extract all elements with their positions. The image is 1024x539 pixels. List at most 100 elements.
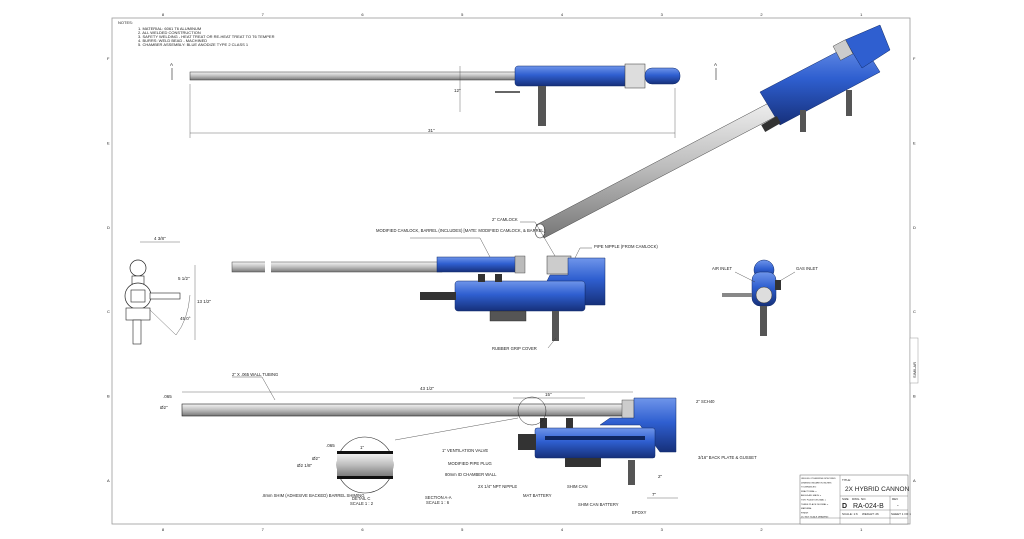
dim-top-height: 12" (454, 88, 461, 93)
zone-row-left: B (107, 394, 110, 399)
note-line: 5. CHAMBER ASSEMBLY: BLUE ANODIZE TYPE 2… (138, 42, 249, 47)
title-block-spec-line: THREE PLACE DECIMAL ± (801, 503, 829, 506)
label-pipe-nipple: PIPE NIPPLE (FROM CAMLOCK) (594, 244, 658, 249)
label-air-inlet: AIR INLET (712, 266, 732, 271)
drawing-number: RA-024-B (853, 503, 884, 510)
size-value: D (842, 503, 847, 510)
zone-column-bottom: 5 (461, 527, 464, 532)
dim-wall: .065 (163, 394, 172, 399)
detail-wall-dim: .065 (326, 443, 335, 448)
zone-column-top: 1 (860, 12, 863, 17)
zone-column-top: 2 (760, 12, 763, 17)
barrel-tube (189, 71, 521, 81)
label-chamber-wall: 80mm ID CHAMBER WALL (445, 472, 497, 477)
label-pipe-nipple-2: 2X 1/4" NPT NIPPLE (478, 484, 517, 489)
side-tab-label: SIMILAR (912, 362, 917, 378)
size-label: SIZE (842, 497, 849, 501)
zone-row-left: C (107, 309, 110, 314)
section-scale: SCALE 1 : 6 (426, 500, 450, 505)
label-epoxy: EPOXY (632, 510, 647, 515)
zone-row-right: E (913, 141, 916, 146)
zone-row-left: F (107, 56, 110, 61)
title-block-spec-line: FINISH (801, 512, 809, 514)
detail-od-dim: Ø2 1/8" (297, 463, 313, 468)
combustion-chamber (454, 280, 586, 312)
label-tubing: 2" X .065 WALL TUBING (232, 372, 278, 377)
drawing-title: 2X HYBRID CANNON (845, 486, 910, 493)
grip (538, 86, 546, 126)
drawing-border (111, 17, 911, 525)
end-view-left: 4 3/8" 13 1/2" 5 1/2" 45.0° (124, 236, 212, 345)
top-view: A A 31" 12" (170, 62, 717, 138)
label-modified-camlock: MODIFIED CAMLOCK, BARREL (INCLUDES) [MAT… (376, 228, 545, 233)
weight-value: WEIGHT: 26 (862, 512, 879, 516)
section-marker-right: A (714, 62, 717, 67)
zone-row-right: C (913, 309, 916, 314)
label-vent-valve: 1" VENTILATION VALVE (442, 448, 488, 453)
label-back-plate: 3/16" BACK PLATE & GUSSET (698, 455, 757, 460)
camlock (624, 63, 646, 89)
zone-column-bottom: 8 (162, 527, 165, 532)
dim-barrel-dia: Ø2" (160, 405, 168, 410)
notes-block: NOTES: 1. MATERIAL: 6061 T6 ALUMINUM 2. … (118, 20, 275, 47)
title-block-spec-line: DO NOT SCALE DRAWING (801, 516, 829, 519)
dim-end-height-b: 13 1/2" (197, 299, 212, 304)
label-shim-can: SHIM CAN (567, 484, 587, 489)
dim-end-offset-a: 2" (658, 474, 663, 479)
zone-column-top: 7 (262, 12, 265, 17)
side-barrel-tube (231, 261, 443, 273)
scale-value: SCALE: 1:6 (842, 512, 858, 516)
label-mat-battery: MAT BATTERY (523, 493, 552, 498)
title-block-spec-line: FRACTIONAL ± (801, 490, 817, 493)
zone-column-top: 5 (461, 12, 464, 17)
camlock-fitting (546, 255, 572, 275)
dim-barrel-length: 43 1/2" (420, 386, 435, 391)
title-label: TITLE: (842, 478, 851, 482)
chamber-end-cap (644, 67, 681, 85)
isometric-view (534, 24, 891, 239)
rev-label: REV (892, 497, 898, 501)
dim-end-angle: 45.0° (180, 316, 191, 321)
title-block-spec-line: ANGULAR: MACH ± (801, 494, 822, 497)
section-chamber (534, 427, 656, 459)
dwg-label: DWG. NO. (852, 497, 866, 501)
title-block-spec-line: TWO PLACE DECIMAL ± (801, 499, 827, 502)
zone-column-bottom: 6 (361, 527, 364, 532)
label-pipe-plug: MODIFIED PIPE PLUG (448, 461, 492, 466)
note-line: 1. MATERIAL: 6061 T6 ALUMINUM (138, 26, 201, 31)
zone-column-bottom: 2 (760, 527, 763, 532)
label-gas-inlet: GAS INLET (796, 266, 818, 271)
section-title: SECTION A-A (425, 495, 452, 500)
label-camlock: 2" CAMLOCK (492, 217, 518, 222)
zone-column-top: 4 (561, 12, 564, 17)
zone-column-bottom: 7 (262, 527, 265, 532)
dim-end-offset-b: 7" (652, 492, 657, 497)
side-tab (909, 337, 919, 384)
title-block-spec-line: UNLESS OTHERWISE SPECIFIED (801, 478, 836, 480)
title-block-spec-line: MATERIAL (801, 507, 813, 510)
label-schedule: 2" SCH40 (696, 399, 715, 404)
detail-scale: SCALE 1 : 2 (350, 501, 374, 506)
zone-column-top: 8 (162, 12, 165, 17)
section-marker-left: A (170, 62, 173, 67)
rev-value: - (897, 503, 899, 509)
note-line: 2. ALL WELDED CONSTRUCTION (138, 30, 201, 35)
section-view: 43 1/2" 15" Ø2" .065 7" 2" 2" X .065 WAL… (160, 372, 757, 515)
side-view: MODIFIED CAMLOCK, BARREL (INCLUDES) [MAT… (231, 217, 658, 351)
detail-c: .065 1" Ø2 1/8" Ø2" .8mm SHIM (ADHESIVE … (262, 417, 519, 506)
note-line: 4. BURRS: WELD BEAD - MACHINED (138, 38, 207, 43)
title-block-spec-line: TOLERANCES: (801, 486, 817, 489)
dim-end-width: 4 3/8" (154, 236, 166, 241)
zone-column-bottom: 4 (561, 527, 564, 532)
zone-row-left: A (107, 478, 110, 483)
zone-column-top: 3 (661, 12, 664, 17)
notes-heading: NOTES: (118, 20, 133, 25)
note-line: 3. SAFETY WELDING - HEAT TREAT OR RE-HEA… (138, 34, 275, 39)
zone-row-right: A (913, 478, 916, 483)
iso-chamber (759, 39, 881, 126)
zone-row-right: B (913, 394, 916, 399)
detail-id-dim: Ø2" (312, 456, 320, 461)
